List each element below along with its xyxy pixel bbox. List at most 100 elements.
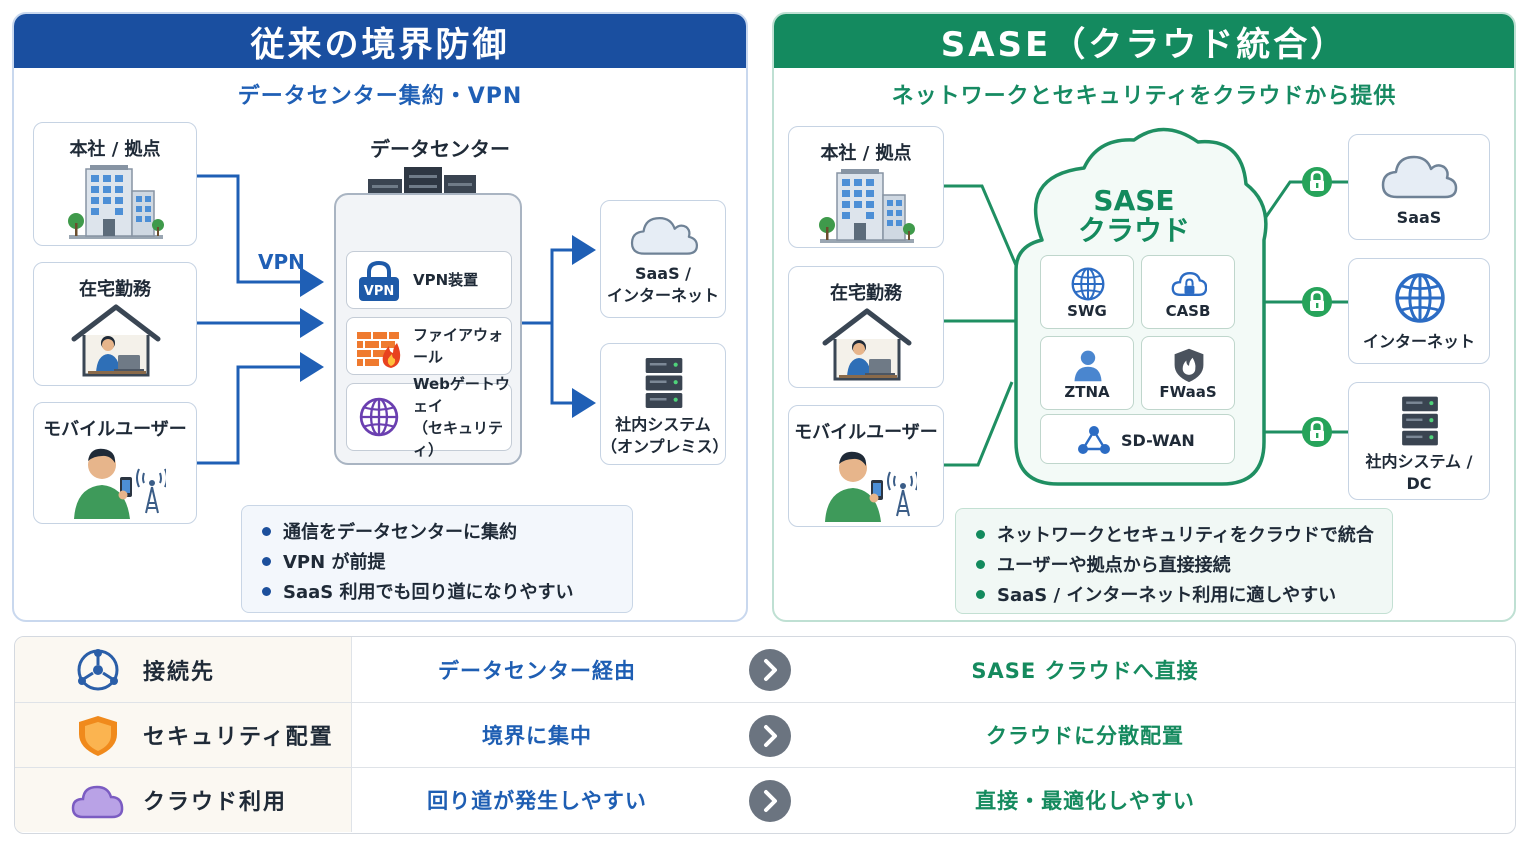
dc-item-firewall-label: ファイアウォール: [413, 326, 504, 366]
connector-mobile: [944, 381, 1014, 467]
globe-icon: [1393, 271, 1447, 325]
sase-dest-internet: インターネット: [1348, 258, 1490, 364]
datacenter-title: データセンター: [370, 137, 510, 161]
sase-note-item: ネットワークとセキュリティをクラウドで統合: [976, 521, 1374, 547]
sase-service-ztna: ZTNA: [1040, 336, 1134, 410]
legacy-note-text: SaaS 利用でも回り道になりやすい: [283, 582, 574, 603]
network-hub-icon: [77, 649, 119, 691]
dest-onprem-system: 社内システム （オンプレミス）: [600, 343, 729, 465]
sase-service-ztna-label: ZTNA: [1064, 383, 1110, 401]
bullet-icon: [262, 526, 271, 536]
vpn-lock-icon: VPN: [359, 260, 399, 301]
chevron-right-icon: [749, 715, 791, 757]
shield-icon: [79, 716, 117, 756]
sase-note-text: ユーザーや拠点から直接接続: [997, 555, 1231, 576]
sase-cloud-title-line1: SASE: [1093, 184, 1175, 217]
vpn-label: VPN: [258, 250, 305, 274]
comparison-sase-value: SASE クラウドへ直接: [971, 658, 1199, 683]
sase-cloud-title: SASE クラウド: [1074, 186, 1194, 246]
server-icon: [639, 356, 689, 410]
web-gateway-line2: （セキュリティ）: [413, 419, 504, 459]
legacy-note-text: VPN が前提: [283, 552, 386, 573]
network-nodes-icon: [1078, 426, 1110, 454]
cloud-icon: [628, 211, 700, 259]
dest-saas-line2: インターネット: [606, 286, 719, 305]
sase-panel-subtitle: ネットワークとセキュリティをクラウドから提供: [891, 84, 1397, 109]
vpn-icon-text: VPN: [364, 284, 394, 299]
dest-saas-internet: SaaS / インターネット: [600, 200, 726, 318]
bullet-icon: [976, 529, 985, 539]
comparison-legacy-value: データセンター経由: [438, 658, 636, 683]
comparison-row-header: セキュリティ配置: [15, 703, 352, 767]
comparison-row-destination: 接続先 データセンター経由 SASE クラウドへ直接: [15, 637, 1515, 702]
sase-dest-internet-label: インターネット: [1362, 332, 1475, 351]
sase-source-mobile-label: モバイルユーザー: [794, 422, 938, 443]
comparison-label: 接続先: [143, 659, 216, 685]
sase-note-text: ネットワークとセキュリティをクラウドで統合: [997, 525, 1374, 546]
sase-source-remote-label: 在宅勤務: [830, 283, 902, 304]
cloud-icon: [1379, 149, 1459, 203]
legacy-panel-title: 従来の境界防御: [14, 14, 746, 68]
cloud-lock-icon: [1171, 272, 1207, 296]
comparison-table: 接続先 データセンター経由 SASE クラウドへ直接 セキュリティ配置 境界に集…: [14, 636, 1516, 834]
sase-source-hq-label: 本社 / 拠点: [820, 143, 912, 164]
globe-icon: [357, 396, 401, 438]
sase-dest-saas: SaaS: [1348, 134, 1490, 240]
source-remote-label: 在宅勤務: [79, 279, 151, 300]
sase-service-fwaas-label: FWaaS: [1159, 383, 1217, 401]
legacy-note-item: SaaS 利用でも回り道になりやすい: [262, 578, 574, 604]
comparison-legacy-value: 回り道が発生しやすい: [427, 789, 647, 813]
dc-item-firewall: ファイアウォール: [346, 317, 512, 375]
lock-icon: [1301, 416, 1333, 448]
dest-onprem-line2: （オンプレミス）: [601, 437, 729, 456]
sase-service-sdwan: SD-WAN: [1040, 414, 1235, 464]
bullet-icon: [976, 589, 985, 599]
sase-service-sdwan-label: SD-WAN: [1121, 430, 1195, 450]
server-icon: [1395, 395, 1445, 447]
shield-flame-icon: [1174, 348, 1204, 383]
sase-source-hq-branch: 本社 / 拠点: [788, 126, 944, 248]
sase-source-mobile-user: モバイルユーザー: [788, 405, 944, 527]
sase-note-item: SaaS / インターネット利用に適しやすい: [976, 581, 1336, 607]
dc-item-web-gateway-label: Webゲートウェイ （セキュリティ）: [413, 375, 511, 459]
globe-icon: [1070, 266, 1106, 302]
sase-service-fwaas: FWaaS: [1141, 336, 1235, 410]
dest-saas-line1: SaaS /: [634, 264, 692, 283]
sase-note-item: ユーザーや拠点から直接接続: [976, 551, 1231, 577]
firewall-icon: [357, 332, 401, 368]
sase-panel-title: SASE（クラウド統合）: [774, 14, 1514, 68]
comparison-row-header: クラウド利用: [15, 768, 352, 832]
legacy-connector-lines: [197, 174, 596, 465]
source-mobile-label: モバイルユーザー: [43, 419, 187, 440]
connector-hq: [944, 184, 1020, 271]
dc-item-web-gateway: Webゲートウェイ （セキュリティ）: [346, 375, 512, 459]
comparison-row-header: 接続先: [15, 637, 352, 702]
comparison-row-cloud-usage: クラウド利用 回り道が発生しやすい 直接・最適化しやすい: [15, 767, 1515, 832]
source-mobile-user: モバイルユーザー: [33, 402, 197, 524]
legacy-panel-subtitle: データセンター集約・VPN: [237, 84, 523, 109]
sase-service-casb: CASB: [1141, 255, 1235, 329]
legacy-notes: 通信をデータセンターに集約 VPN が前提 SaaS 利用でも回り道になりやすい: [241, 505, 633, 613]
comparison-sase-value: クラウドに分散配置: [986, 724, 1184, 748]
bullet-icon: [976, 559, 985, 569]
sase-note-text: SaaS / インターネット利用に適しやすい: [997, 585, 1337, 606]
sase-notes: ネットワークとセキュリティをクラウドで統合 ユーザーや拠点から直接接続 SaaS…: [955, 508, 1393, 614]
dest-onprem-line1: 社内システム: [615, 415, 711, 434]
sase-dest-saas-label: SaaS: [1396, 208, 1442, 227]
sase-dest-dc: 社内システム / DC: [1348, 382, 1490, 500]
user-icon: [1074, 350, 1102, 382]
sase-service-swg: SWG: [1040, 255, 1134, 329]
web-gateway-line1: Webゲートウェイ: [413, 375, 510, 415]
source-remote-work: 在宅勤務: [33, 262, 197, 386]
comparison-row-security: セキュリティ配置 境界に集中 クラウドに分散配置: [15, 702, 1515, 767]
comparison-label: セキュリティ配置: [143, 725, 334, 750]
bullet-icon: [262, 586, 271, 596]
sase-source-remote-work: 在宅勤務: [788, 266, 944, 388]
sase-service-casb-label: CASB: [1165, 302, 1211, 320]
cloud-icon: [71, 785, 124, 819]
legacy-note-text: 通信をデータセンターに集約: [283, 522, 517, 543]
dc-item-vpn: VPN VPN装置: [346, 251, 512, 309]
comparison-label: クラウド利用: [143, 790, 288, 815]
lock-icon: [1301, 166, 1333, 198]
sase-cloud-title-line2: クラウド: [1077, 214, 1190, 247]
